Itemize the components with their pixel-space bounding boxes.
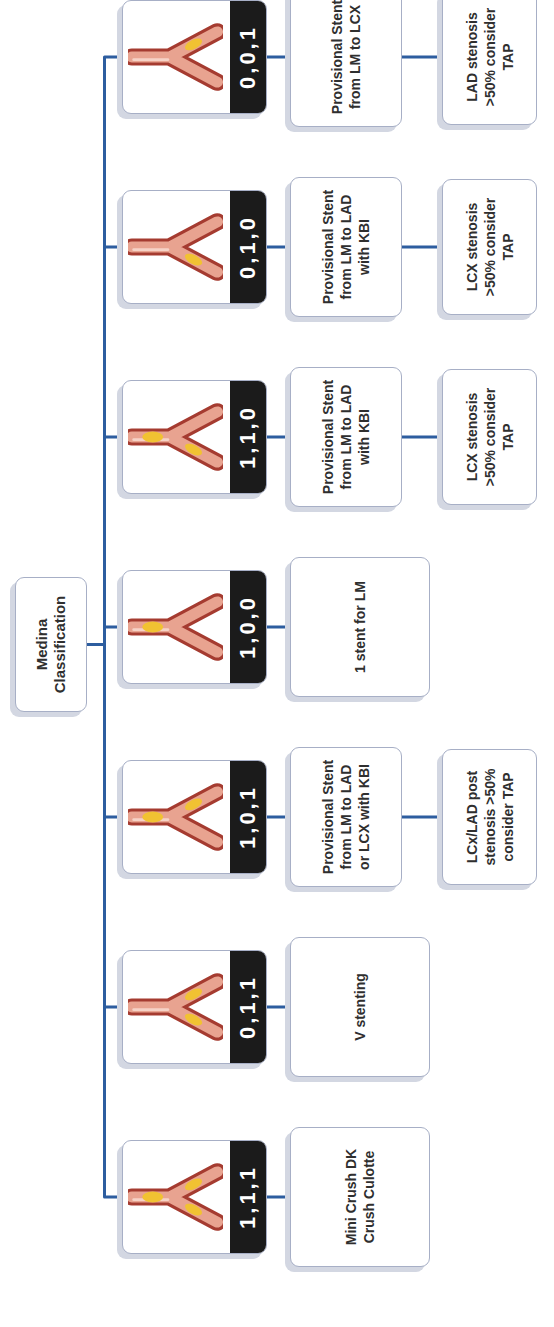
box-text: Provisional Stent from LM to LCX [324, 0, 368, 126]
medina-tile: 0,1,1 [122, 950, 267, 1064]
medina-tile: 1,1,0 [122, 380, 267, 494]
connector-line [402, 816, 442, 819]
code-band: 0,1,1 [230, 951, 266, 1063]
medina-tile: 1,0,1 [122, 760, 267, 874]
connector-line [267, 816, 290, 819]
tap-note-box: LCx/LAD post stenosis >50% consider TAP [442, 749, 537, 885]
connector-line [267, 626, 290, 629]
medina-code: 1,0,1 [239, 785, 257, 849]
box-text: Provisional Stent from LM to LAD or LCX … [315, 748, 377, 886]
strategy-box: Mini Crush DK Crush Culotte [290, 1127, 430, 1267]
medina-code: 0,1,0 [239, 215, 257, 279]
box-text: Provisional Stent from LM to LAD with KB… [315, 178, 377, 316]
connector-line [402, 246, 442, 249]
box-text: Medina Classification [29, 578, 73, 711]
box-text: V stenting [347, 963, 373, 1051]
medina-code: 0,0,1 [239, 25, 257, 89]
connector-line [402, 56, 442, 59]
strategy-box: V stenting [290, 937, 430, 1077]
strategy-box: Provisional Stent from LM to LAD with KB… [290, 177, 402, 317]
strategy-box: Provisional Stent from LM to LCX [290, 0, 402, 127]
medina-tile: 1,0,0 [122, 570, 267, 684]
connector-line [267, 436, 290, 439]
code-band: 1,0,1 [230, 761, 266, 873]
connector-line [87, 645, 122, 1008]
box-text: Mini Crush DK Crush Culotte [338, 1128, 382, 1266]
code-band: 1,1,1 [230, 1141, 266, 1253]
box-text: Provisional Stent from LM to LAD with KB… [315, 368, 377, 506]
connector-line [87, 645, 122, 1198]
medina-code: 1,1,0 [239, 405, 257, 469]
box-text: 1 stent for LM [347, 571, 373, 683]
tap-note-box: LCX stenosis >50% consider TAP [442, 369, 537, 505]
tap-note-box: LCX stenosis >50% consider TAP [442, 179, 537, 315]
box-text: LCX stenosis >50% consider TAP [459, 180, 521, 314]
code-band: 0,0,1 [230, 1, 266, 113]
connector-line [267, 1006, 290, 1009]
box-text: LCX stenosis >50% consider TAP [459, 370, 521, 504]
medina-code: 0,1,1 [239, 975, 257, 1039]
box-text: LCx/LAD post stenosis >50% consider TAP [459, 750, 521, 884]
medina-tile: 1,1,1 [122, 1140, 267, 1254]
tap-note-box: LAD stenosis >50% consider TAP [442, 0, 537, 125]
code-band: 0,1,0 [230, 191, 266, 303]
code-band: 1,0,0 [230, 571, 266, 683]
code-band: 1,1,0 [230, 381, 266, 493]
connector-line [87, 57, 122, 645]
connector-line [402, 436, 442, 439]
connector-line [87, 645, 122, 818]
strategy-box: Provisional Stent from LM to LAD or LCX … [290, 747, 402, 887]
medina-code: 1,1,1 [239, 1165, 257, 1229]
medina-tile: 0,1,0 [122, 190, 267, 304]
strategy-box: 1 stent for LM [290, 557, 430, 697]
connector-line [267, 56, 290, 59]
medina-tile: 0,0,1 [122, 0, 267, 114]
strategy-box: Provisional Stent from LM to LAD with KB… [290, 367, 402, 507]
box-text: LAD stenosis >50% consider TAP [459, 0, 521, 124]
connector-line [267, 246, 290, 249]
root-box: Medina Classification [15, 577, 87, 712]
connector-line [267, 1196, 290, 1199]
medina-code: 1,0,0 [239, 595, 257, 659]
